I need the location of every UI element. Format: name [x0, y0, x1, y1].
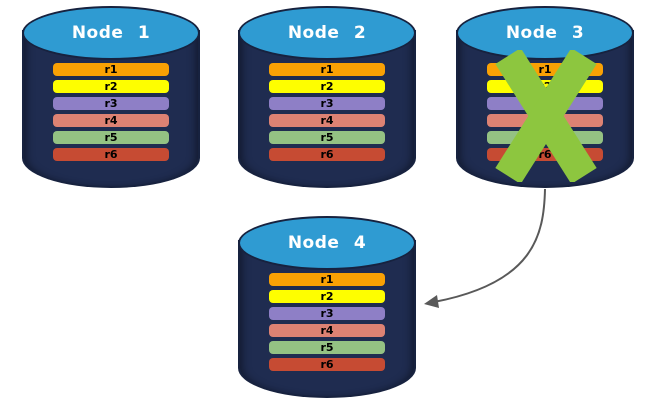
node-3-title: Node 3 — [505, 23, 585, 43]
record-bar: r4 — [269, 114, 385, 127]
node-1-cylinder-top: Node 1 — [22, 6, 200, 60]
record-bar: r2 — [269, 290, 385, 303]
record-bar: r6 — [53, 148, 169, 161]
record-bar: r1 — [269, 63, 385, 76]
failure-x-icon — [495, 50, 597, 182]
record-bar: r1 — [53, 63, 169, 76]
record-bar: r2 — [269, 80, 385, 93]
record-bar: r6 — [269, 358, 385, 371]
node-3-cylinder-top: Node 3 — [456, 6, 634, 60]
node-3: Node 3 r1 r2 r3 r4 r5 r6 — [456, 6, 634, 188]
record-bar: r4 — [269, 324, 385, 337]
record-bar: r5 — [269, 131, 385, 144]
node-1-records: r1 r2 r3 r4 r5 r6 — [53, 63, 169, 165]
record-bar: r3 — [269, 307, 385, 320]
node-2-cylinder-top: Node 2 — [238, 6, 416, 60]
record-bar: r5 — [53, 131, 169, 144]
arrowhead-icon — [424, 295, 439, 308]
record-bar: r3 — [53, 97, 169, 110]
node-1: Node 1 r1 r2 r3 r4 r5 r6 — [22, 6, 200, 188]
record-bar: r4 — [53, 114, 169, 127]
node-2-title: Node 2 — [287, 23, 367, 43]
node-1-title: Node 1 — [71, 23, 151, 43]
record-bar: r5 — [269, 341, 385, 354]
node-4: Node 4 r1 r2 r3 r4 r5 r6 — [238, 216, 416, 398]
node-4-records: r1 r2 r3 r4 r5 r6 — [269, 273, 385, 375]
record-bar: r2 — [53, 80, 169, 93]
node-4-title: Node 4 — [287, 233, 367, 253]
node-4-cylinder-top: Node 4 — [238, 216, 416, 270]
record-bar: r3 — [269, 97, 385, 110]
record-bar: r6 — [269, 148, 385, 161]
record-bar: r1 — [269, 273, 385, 286]
node-2: Node 2 r1 r2 r3 r4 r5 r6 — [238, 6, 416, 188]
node-2-records: r1 r2 r3 r4 r5 r6 — [269, 63, 385, 165]
